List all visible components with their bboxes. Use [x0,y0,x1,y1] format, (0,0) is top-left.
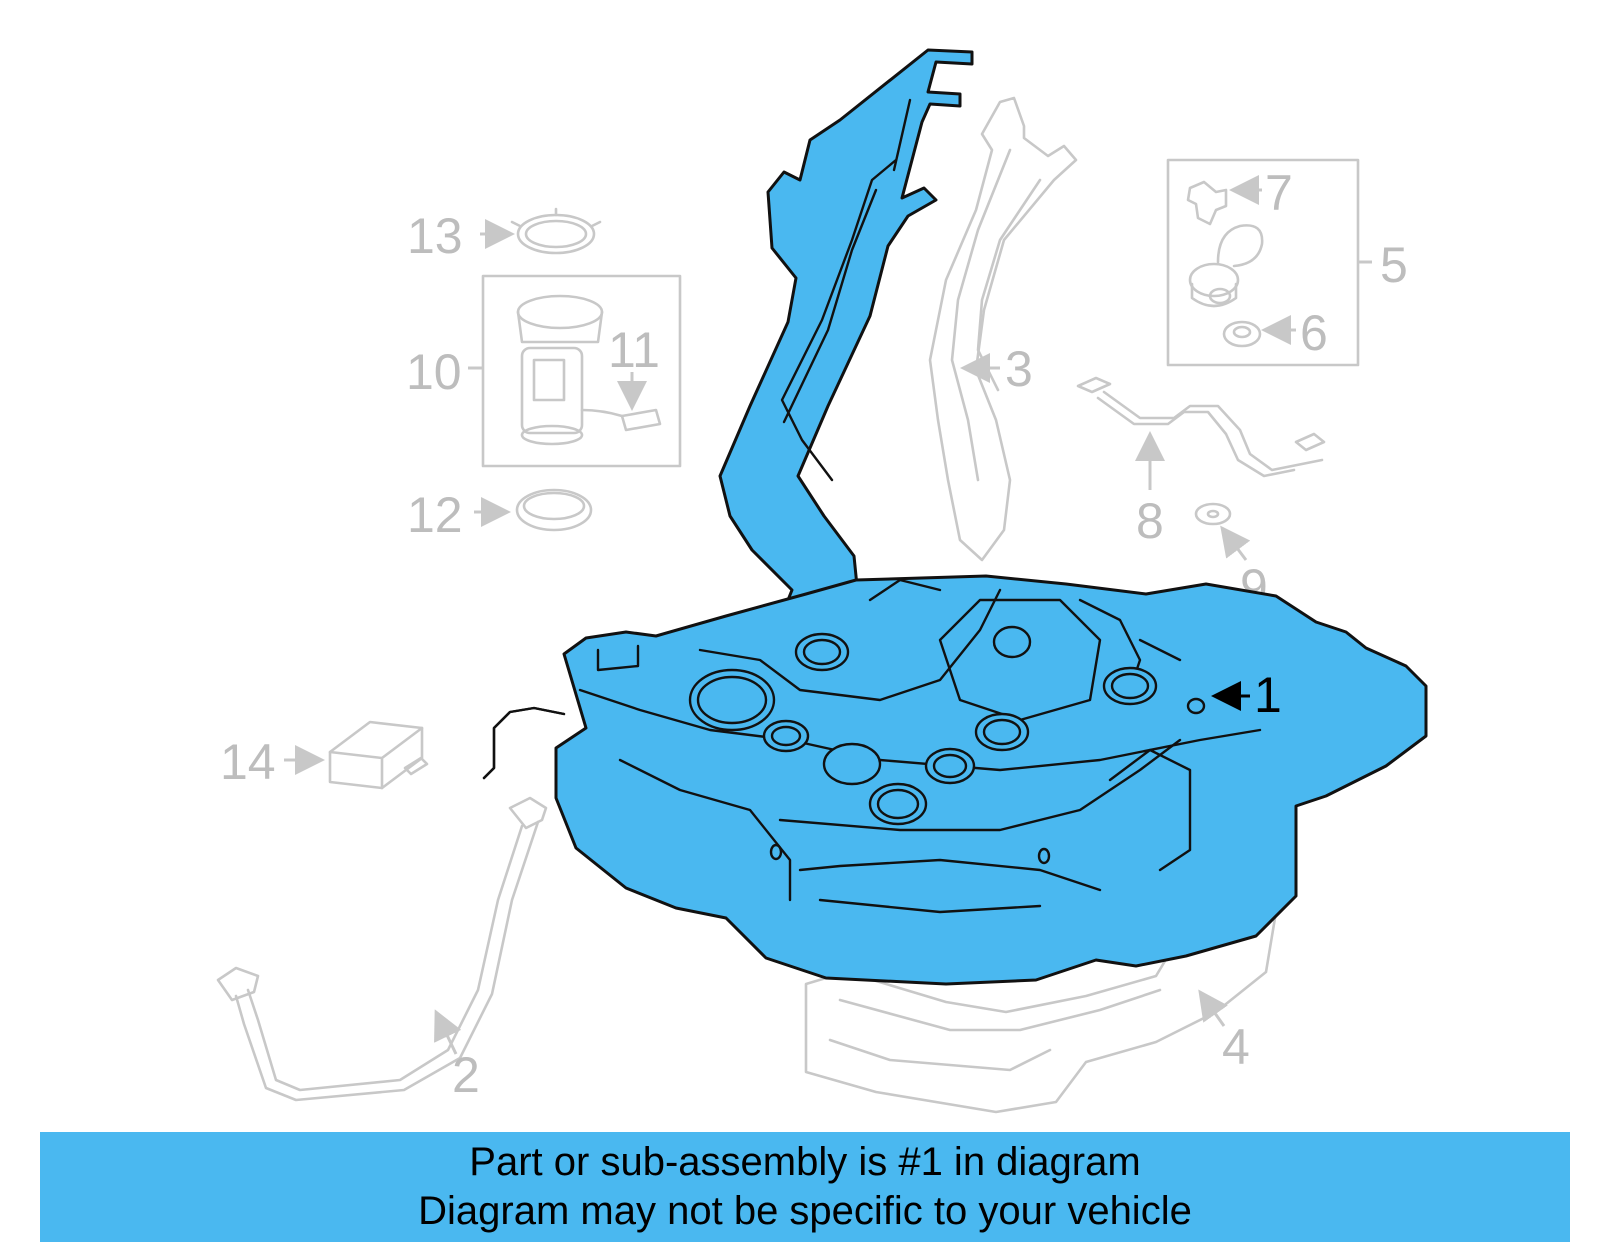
part-5-fuel-cap[interactable] [1188,224,1264,308]
banner-line-1: Part or sub-assembly is #1 in diagram [469,1140,1141,1184]
part-5-box [1166,158,1360,367]
part-10-box [481,274,682,468]
part-13-lock-ring[interactable] [510,207,602,255]
part-6-gasket[interactable] [1222,320,1262,348]
callout-7: 7 [1265,165,1293,221]
part-11-sender[interactable] [620,408,662,432]
callout-8: 8 [1136,493,1164,549]
part-10-fuel-pump-module[interactable] [516,294,624,446]
callout-11: 11 [608,322,660,378]
part-8-harness[interactable] [1076,376,1326,478]
info-banner: Part or sub-assembly is #1 in diagram Di… [40,1132,1570,1242]
callout-1: 1 [1254,667,1282,723]
callout-13: 13 [407,208,463,264]
part-1-fuel-tank[interactable] [482,48,1428,986]
callout-14: 14 [220,734,276,790]
banner-line-2: Diagram may not be specific to your vehi… [418,1189,1192,1233]
part-2-tank-strap[interactable] [216,796,548,1102]
callout-10: 10 [406,344,462,400]
callout-5: 5 [1380,237,1408,293]
part-9-grommet[interactable] [1194,502,1232,526]
callout-2: 2 [452,1047,480,1103]
part-3-heat-shield[interactable] [928,96,1078,562]
callout-3: 3 [1005,341,1033,397]
part-12-seal[interactable] [515,488,593,532]
part-14-control-module[interactable] [328,720,429,790]
callout-4: 4 [1222,1019,1250,1075]
callout-6: 6 [1300,305,1328,361]
part-7-tether[interactable] [1186,180,1228,226]
callout-12: 12 [407,487,463,543]
